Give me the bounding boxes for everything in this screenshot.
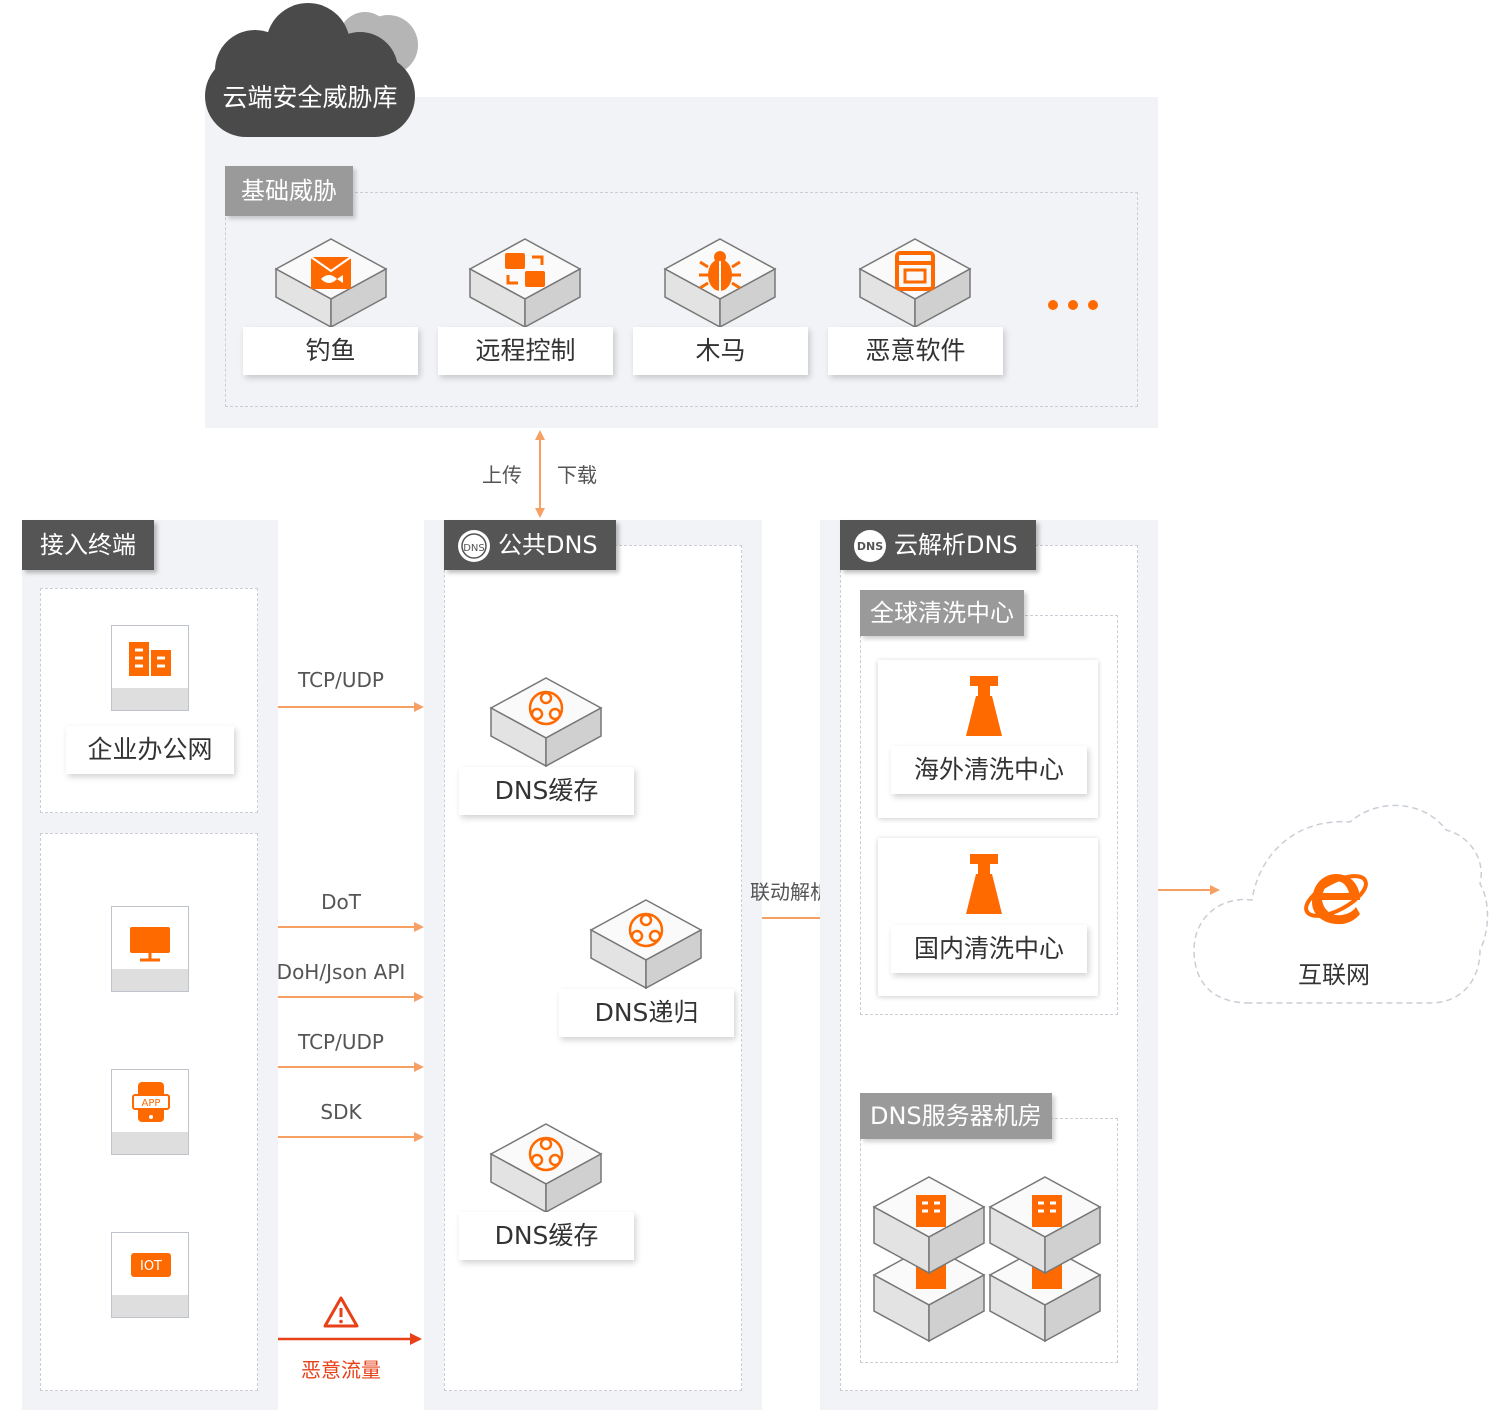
cloud-dns-tag: DNS 云解析DNS: [840, 520, 1036, 570]
dns-cache-top-label: DNS缓存: [459, 767, 634, 815]
dns-cache-bottom-icon: [489, 1123, 603, 1214]
terminals-tag: 接入终端: [22, 520, 154, 570]
dns-cache-bottom-label: DNS缓存: [459, 1212, 634, 1260]
domestic-center-label: 国内清洗中心: [891, 925, 1087, 973]
cloud-dns-title: 云解析DNS: [894, 531, 1018, 559]
iot-icon: IOT: [131, 1253, 171, 1277]
spray-bottle-icon: [966, 676, 1002, 736]
desktop-monitor-icon: [130, 927, 170, 962]
public-dns-title: 公共DNS: [498, 531, 598, 559]
enterprise-device: [111, 625, 189, 711]
more-icon: [1048, 300, 1098, 310]
enterprise-label: 企业办公网: [66, 726, 234, 774]
protocol-doh-label: DoH/Json API: [276, 960, 406, 984]
protocol-enterprise-label: TCP/UDP: [298, 668, 384, 692]
threat-library-title: 云端安全威胁库: [222, 83, 398, 112]
threat-item-remote-control: 远程控制: [438, 327, 613, 375]
upload-label: 上传: [482, 463, 522, 487]
internet-cloud: [1193, 804, 1489, 1004]
desktop-device: [111, 906, 189, 992]
svg-text:DNS: DNS: [463, 543, 485, 554]
phishing-icon: [274, 238, 388, 329]
app-badge: APP: [142, 1098, 161, 1109]
linkage-label: 联动解析: [750, 880, 830, 904]
dns-badge-icon: DNS: [854, 530, 886, 562]
iot-badge: IOT: [140, 1259, 162, 1274]
iot-device: IOT: [111, 1232, 189, 1318]
dns-recursion-icon: [589, 899, 703, 990]
threat-item-malware: 恶意软件: [828, 327, 1003, 375]
remote-control-icon: [468, 238, 582, 329]
threat-item-phishing: 钓鱼: [243, 327, 418, 375]
trojan-bug-icon: [663, 238, 777, 329]
server-room-tag: DNS服务器机房: [860, 1093, 1052, 1139]
dns-globe-icon: DNS: [458, 530, 490, 562]
malicious-traffic-label: 恶意流量: [301, 1358, 381, 1382]
internet-label: 互联网: [1298, 961, 1370, 989]
public-dns-tag: DNS 公共DNS: [444, 520, 616, 570]
browser-e-icon: [1304, 874, 1368, 925]
app-phone-icon: APP: [132, 1082, 170, 1122]
overseas-center-label: 海外清洗中心: [891, 746, 1087, 794]
spray-bottle-icon-2: [966, 854, 1002, 914]
cleaning-center-tag: 全球清洗中心: [860, 590, 1024, 636]
dns-recursion-label: DNS递归: [559, 989, 734, 1037]
protocol-sdk-label: SDK: [320, 1100, 362, 1124]
threat-item-trojan: 木马: [633, 327, 808, 375]
app-device: APP: [111, 1069, 189, 1155]
server-rack-icon: [872, 1176, 1102, 1343]
cloud-icon: [205, 3, 418, 137]
svg-text:DNS: DNS: [857, 540, 883, 553]
dns-cache-top-icon: [489, 677, 603, 768]
basic-threat-tag: 基础威胁: [225, 166, 353, 216]
download-label: 下载: [557, 463, 597, 487]
basic-threat-box: [225, 192, 1138, 407]
warning-icon: [323, 1296, 359, 1328]
malware-window-icon: [858, 238, 972, 329]
protocol-tcp-udp-label: TCP/UDP: [298, 1030, 384, 1054]
protocol-dot-label: DoT: [321, 890, 361, 914]
building-icon: [129, 642, 171, 676]
